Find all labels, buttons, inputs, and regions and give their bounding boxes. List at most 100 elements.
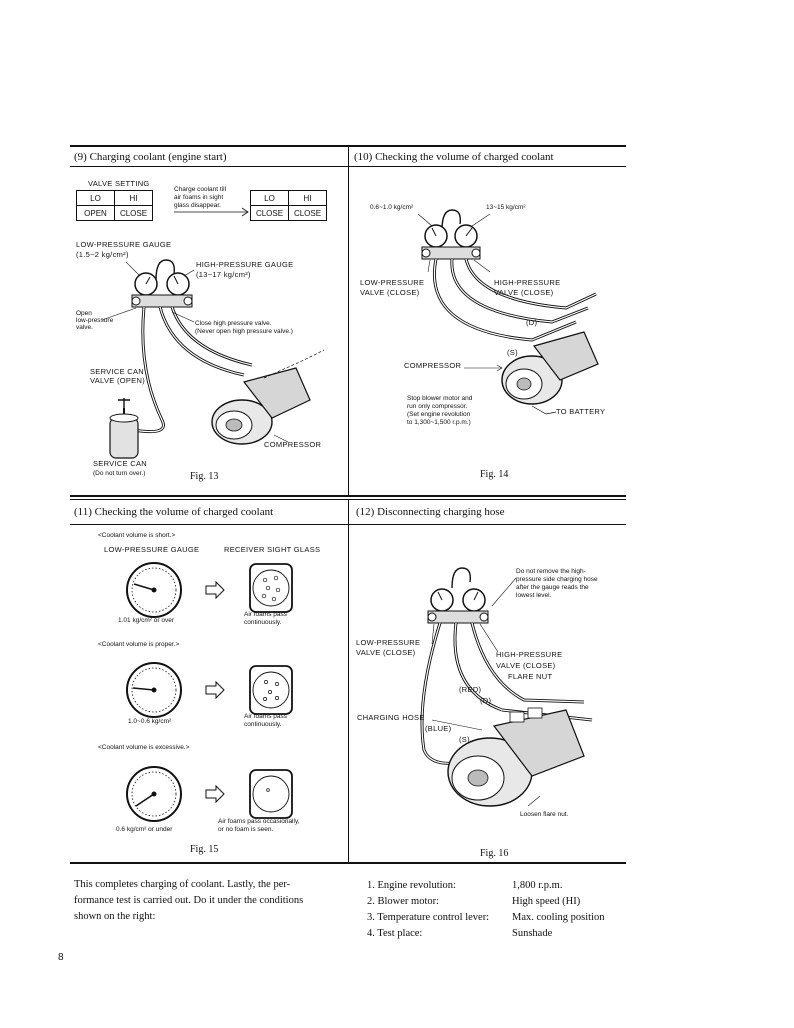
coolant-excessive-heading: <Coolant volume is excessive.> (98, 744, 190, 751)
low-pressure-gauge-range: (1.5~2 kg/cm²) (76, 250, 129, 259)
condition-label-1: 1. Engine revolution: (367, 880, 456, 891)
fig14-s-label: (S) (507, 348, 518, 357)
fig14-high-range: 13~15 kg/cm² (486, 204, 526, 211)
fig16-low-valve-1: LOW-PRESSURE (356, 638, 421, 647)
close-high-pressure-1: Close high pressure valve. (195, 320, 272, 327)
service-can-note: (Do not turn over.) (93, 470, 146, 477)
paragraph-line-3: shown on the right: (74, 911, 156, 922)
fig16-s-label: (S) (459, 735, 470, 744)
service-can-valve-2: VALVE (OPEN) (90, 376, 146, 385)
open-low-pressure-2: low-pressure (76, 317, 114, 324)
fig14-low-valve-2: VALVE (CLOSE) (360, 288, 420, 297)
glass-proper-2: continuously. (244, 721, 282, 728)
fig16-low-valve-2: VALVE (CLOSE) (356, 648, 416, 657)
condition-label-3: 3. Temperature control lever: (367, 912, 490, 923)
fig14-note-3: (Set engine revolution (407, 411, 471, 418)
high-pressure-gauge-range: (13~17 kg/cm²) (196, 270, 251, 279)
fig16-blue-label: (BLUE) (425, 724, 452, 733)
glass-short-1: Air foams pass (244, 611, 287, 618)
paragraph-line-1: This completes charging of coolant. Last… (74, 879, 291, 890)
fig16-caption: Fig. 16 (480, 848, 509, 859)
fig15-gauges-illustration (126, 562, 293, 822)
valve-setting-label: VALVE SETTING (88, 179, 150, 188)
fig14-high-valve-1: HIGH-PRESSURE (494, 278, 561, 287)
low-pressure-gauge-label: LOW-PRESSURE GAUGE (76, 240, 172, 249)
closing-paragraph: This completes charging of coolant. Last… (74, 877, 349, 925)
low-pressure-gauge-column: LOW-PRESSURE GAUGE (104, 545, 200, 554)
valve-arrow (174, 207, 249, 217)
section-10-title: (10) Checking the volume of charged cool… (354, 151, 554, 163)
fig13-caption: Fig. 13 (190, 471, 219, 482)
fig14-d-label: (D) (526, 318, 538, 327)
hi2-header: HI (288, 190, 327, 206)
fig16-manifold-illustration (420, 567, 593, 807)
fig14-low-range: 0.6~1.0 kg/cm² (370, 204, 414, 211)
compressor-label-13: COMPRESSOR (264, 440, 322, 449)
section-11-title: (11) Checking the volume of charged cool… (74, 506, 274, 518)
fig14-note-4: to 1,300~1,500 r.p.m.) (407, 419, 471, 426)
fig13-manifold-illustration (101, 259, 325, 459)
to-battery-label: TO BATTERY (556, 407, 606, 416)
fig14-note-1: Stop blower motor and (407, 395, 473, 402)
section-9-title: (9) Charging coolant (engine start) (74, 151, 227, 163)
coolant-short-heading: <Coolant volume is short.> (98, 532, 176, 539)
fig16-red-label: (RED) (459, 685, 482, 694)
fig16-high-valve-2: VALVE (CLOSE) (496, 661, 556, 670)
loosen-flare-nut: Loosen flare nut. (520, 811, 569, 818)
lo-open: OPEN (76, 205, 115, 221)
charge-note-1: Charge coolant till (174, 186, 227, 193)
fig14-caption: Fig. 14 (480, 469, 509, 480)
charge-note-2: air foams in sight (174, 194, 224, 201)
high-pressure-gauge-label: HIGH-PRESSURE GAUGE (196, 260, 294, 269)
paragraph-line-2: formance test is carried out. Do it unde… (74, 895, 304, 906)
service-can-valve-1: SERVICE CAN (90, 367, 145, 376)
hi-header: HI (114, 190, 153, 206)
fig14-note-2: run only compressor. (407, 403, 468, 410)
glass-short-2: continuously. (244, 619, 282, 626)
open-low-pressure-3: valve. (76, 324, 93, 331)
condition-value-4: Sunshade (512, 928, 553, 939)
lo2-header: LO (250, 190, 289, 206)
charge-note-3: glass disappear. (174, 202, 221, 209)
fig15-caption: Fig. 15 (190, 844, 219, 855)
bottom-rule (70, 862, 626, 864)
fig16-note-3: after the gauge reads the (516, 584, 589, 591)
fig14-manifold-illustration (417, 209, 599, 415)
close-high-pressure-2: (Never open high pressure valve.) (195, 328, 293, 335)
center-divider-bottom (348, 499, 349, 863)
open-low-pressure-1: Open (76, 310, 92, 317)
glass-proper-1: Air foams pass (244, 713, 287, 720)
fig16-d-label: (D) (480, 696, 492, 705)
fig16-note-2: pressure side charging hose (516, 576, 598, 583)
glass-excessive-2: or no foam is seen. (218, 826, 274, 833)
condition-value-2: High speed (HI) (512, 896, 581, 907)
condition-label-4: 4. Test place: (367, 928, 423, 939)
glass-excessive-1: Air foams pass occasionally, (218, 818, 300, 825)
middle-rule (70, 495, 626, 497)
value-short: 1.01 kg/cm² or over (118, 617, 174, 624)
flare-nut-label: FLARE NUT (508, 672, 553, 681)
center-divider-top (348, 145, 349, 497)
page-number: 8 (58, 952, 64, 963)
charging-hose-label: CHARGING HOSE (357, 713, 425, 722)
lo-header: LO (76, 190, 115, 206)
condition-value-3: Max. cooling position (512, 912, 605, 923)
value-excessive: 0.6 kg/cm² or under (116, 826, 173, 833)
fig16-note-4: lowest level. (516, 592, 552, 599)
receiver-sight-glass-column: RECEIVER SIGHT GLASS (224, 545, 321, 554)
hi2-close: CLOSE (288, 205, 327, 221)
fig16-note-1: Do not remove the high- (516, 568, 586, 575)
coolant-proper-heading: <Coolant volume is proper.> (98, 641, 180, 648)
section-12-title: (12) Disconnecting charging hose (356, 506, 505, 518)
condition-value-1: 1,800 r.p.m. (512, 880, 563, 891)
fig14-low-valve-1: LOW-PRESSURE (360, 278, 425, 287)
hi-close: CLOSE (114, 205, 153, 221)
fig14-high-valve-2: VALVE (CLOSE) (494, 288, 554, 297)
fig16-high-valve-1: HIGH-PRESSURE (496, 650, 563, 659)
lo2-close: CLOSE (250, 205, 289, 221)
condition-label-2: 2. Blower motor: (367, 896, 440, 907)
fig14-compressor-label: COMPRESSOR (404, 361, 462, 370)
